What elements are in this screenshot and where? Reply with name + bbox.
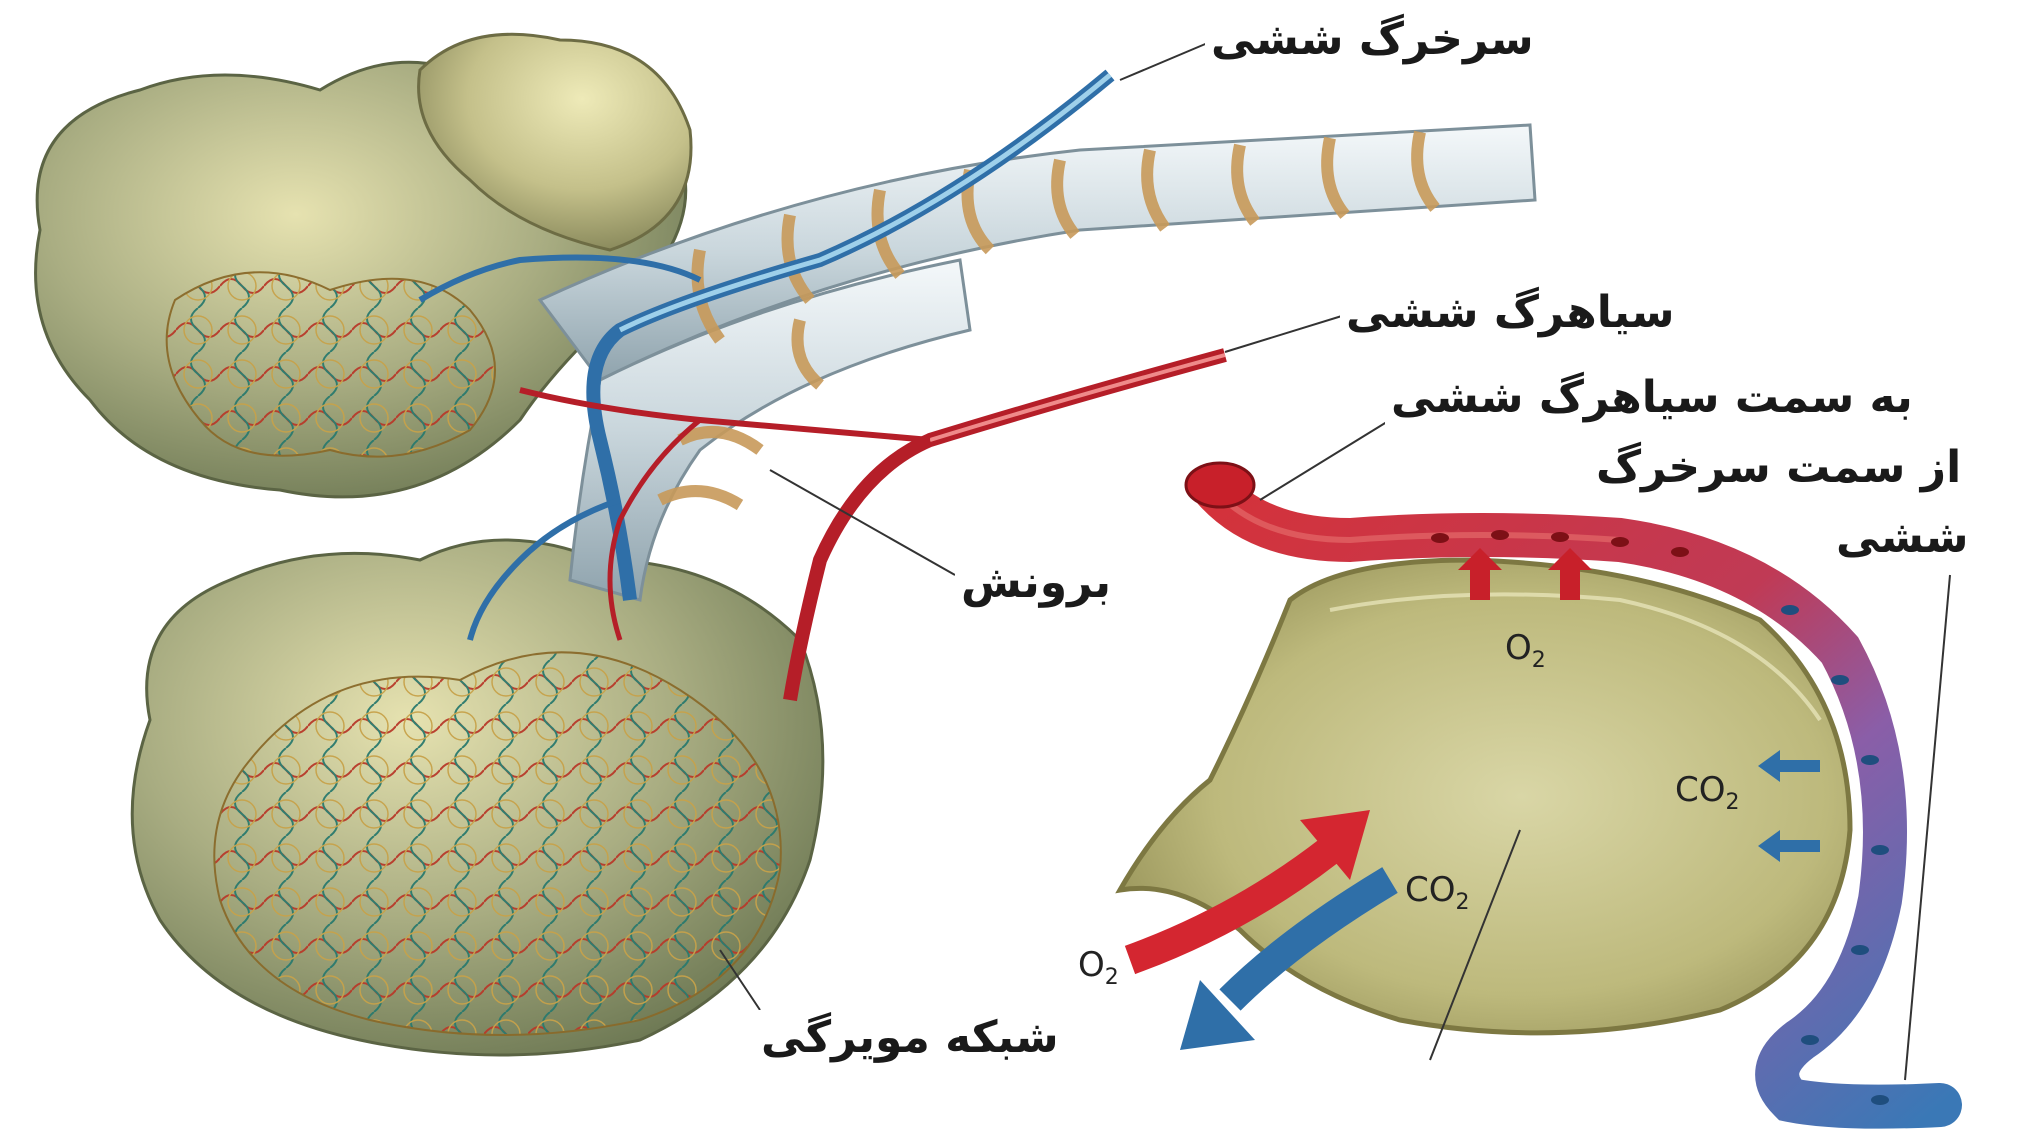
label-co2-right: CO2: [1675, 770, 1740, 815]
label-capillary-network: شبکه مویرگی: [755, 1010, 1065, 1065]
label-from-pulmonary-artery-2: ششی: [1830, 510, 1975, 565]
alveolus-detail: [1120, 560, 1850, 1033]
label-from-pulmonary-artery: از سمت سرخرگ: [1590, 440, 1967, 495]
label-co2-mouth: CO2: [1405, 870, 1470, 915]
label-o2-top: O2: [1505, 628, 1546, 673]
label-bronchus: برونش: [955, 555, 1117, 610]
label-toward-pulmonary-vein: به سمت سیاهرگ ششی: [1385, 370, 1919, 425]
label-pulmonary-vein: سیاهرگ ششی: [1340, 285, 1681, 340]
label-pulmonary-artery: سرخرگ ششی: [1205, 12, 1540, 67]
label-o2-mouth: O2: [1078, 945, 1119, 990]
